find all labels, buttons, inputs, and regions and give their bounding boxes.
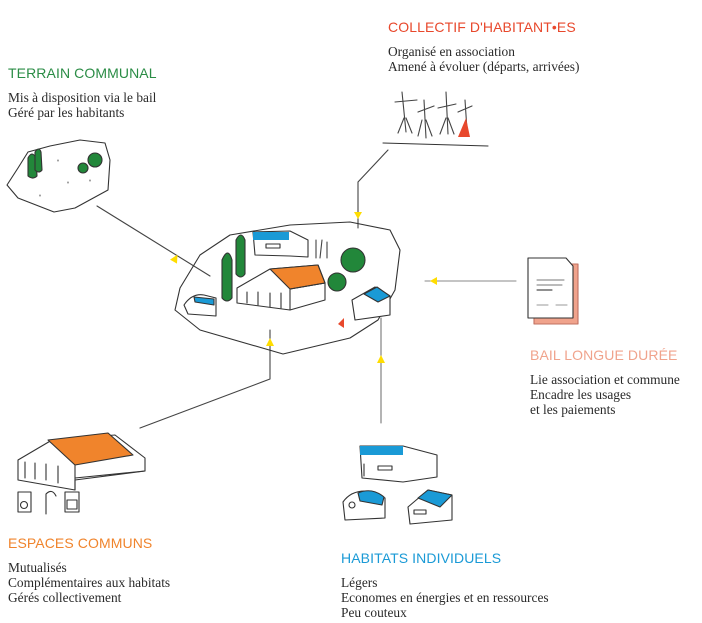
collectif-title: COLLECTIF D'HABITANT•ES (388, 19, 576, 35)
espaces-line: Complémentaires aux habitats (8, 575, 171, 590)
marker-collectif (354, 212, 362, 219)
bail-line: et les paiements (530, 402, 616, 417)
espaces-line: Gérés collectivement (8, 590, 122, 605)
bail-block: BAIL LONGUE DURÉE Lie association et com… (530, 347, 680, 417)
bail-line: Encadre les usages (530, 387, 632, 402)
habitats-line: Economes en énergies et en ressources (341, 590, 549, 605)
collectif-line: Amené à évoluer (départs, arrivées) (388, 59, 580, 74)
habitats-individuels-block: HABITATS INDIVIDUELS Légers Economes en … (341, 550, 549, 620)
terrain-line: Géré par les habitants (8, 105, 125, 120)
connectors (96, 149, 517, 429)
habitats-line: Légers (341, 575, 378, 590)
marker-bail (430, 277, 437, 285)
habitats-individuels-title: HABITATS INDIVIDUELS (341, 550, 502, 566)
people-group-icon (382, 91, 489, 147)
marker-terrain (170, 254, 178, 264)
land-plot-icon (6, 139, 111, 213)
terrain-communal-title: TERRAIN COMMUNAL (8, 65, 157, 81)
connector-markers (170, 212, 437, 363)
espaces-line: Mutualisés (8, 560, 67, 575)
habitats-line: Peu couteux (341, 605, 407, 620)
bail-line: Lie association et commune (530, 372, 680, 387)
individual-houses-icon (342, 445, 453, 525)
espaces-communs-block: ESPACES COMMUNS Mutualisés Complémentair… (8, 535, 170, 605)
lease-document-icon (527, 257, 579, 325)
connector-collectif (357, 149, 389, 229)
terrain-communal-block: TERRAIN COMMUNAL Mis à disposition via l… (8, 65, 157, 120)
common-building-icon (17, 432, 146, 515)
marker-habitats (377, 355, 385, 363)
marker-espaces (266, 338, 274, 346)
connector-terrain (96, 205, 211, 277)
bail-title: BAIL LONGUE DURÉE (530, 347, 678, 363)
shared-site-icon (174, 221, 401, 355)
collectif-line: Organisé en association (388, 44, 515, 59)
terrain-line: Mis à disposition via le bail (8, 90, 157, 105)
connector-espaces (139, 329, 271, 429)
collectif-block: COLLECTIF D'HABITANT•ES Organisé en asso… (388, 19, 579, 74)
espaces-communs-title: ESPACES COMMUNS (8, 535, 153, 551)
